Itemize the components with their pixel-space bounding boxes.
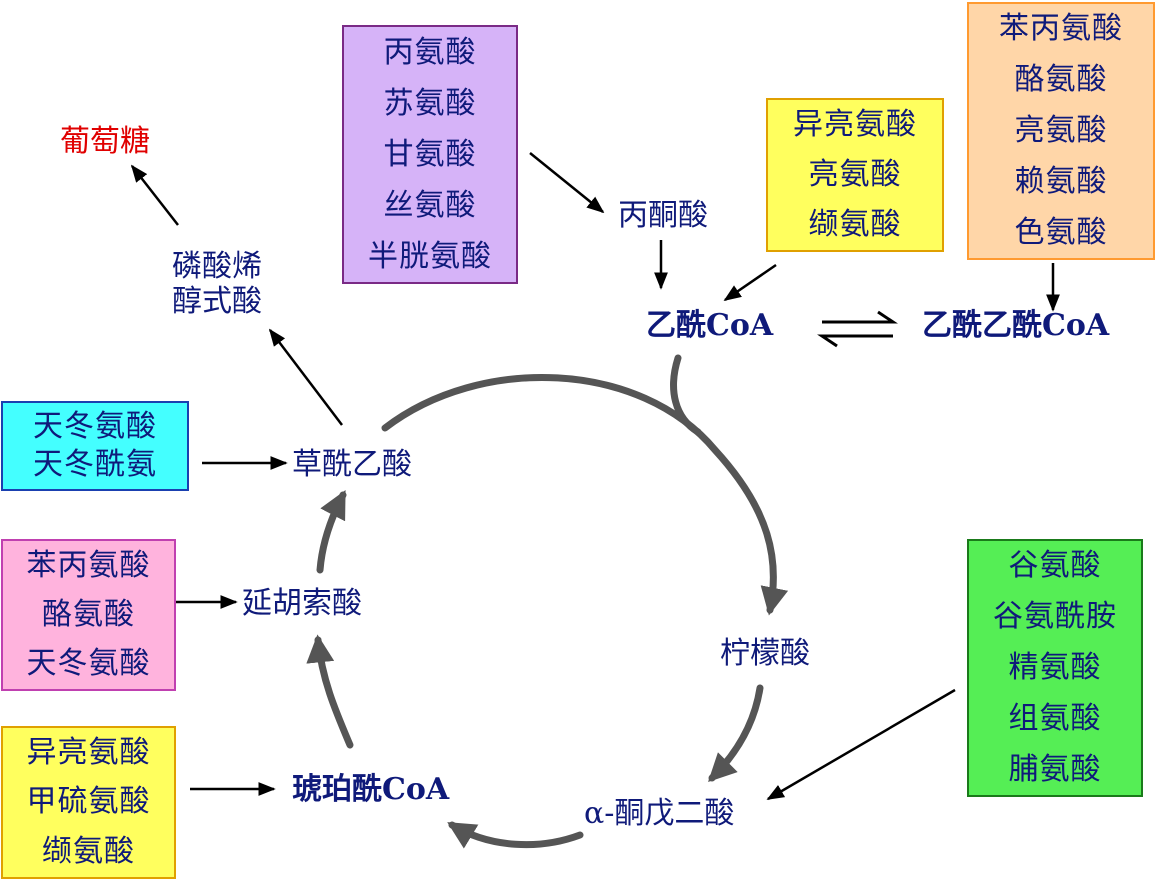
amino-acid-item: 酪氨酸 bbox=[42, 596, 135, 632]
amino-acid-item: 半胱氨酸 bbox=[368, 238, 492, 274]
succinyl-amino-acids-box: 异亮氨酸 甲硫氨酸 缬氨酸 bbox=[1, 726, 176, 879]
arrow-purple-to-pyruvate bbox=[529, 152, 605, 214]
arrow-yellow-to-acetyl bbox=[723, 263, 777, 302]
alpha-ketoglutarate-label: α-酮戊二酸 bbox=[584, 796, 735, 831]
amino-acid-item: 酪氨酸 bbox=[1014, 62, 1108, 98]
amino-acid-item: 苏氨酸 bbox=[383, 85, 477, 121]
cycle-arc-top bbox=[381, 373, 789, 616]
equilibrium-arrows bbox=[817, 310, 898, 348]
acetoacetyl-amino-acids-box: 苯丙氨酸 酪氨酸 亮氨酸 赖氨酸 色氨酸 bbox=[967, 2, 1155, 260]
amino-acid-item: 赖氨酸 bbox=[1014, 163, 1108, 199]
amino-acid-item: 异亮氨酸 bbox=[793, 107, 917, 142]
amino-acid-item: 精氨酸 bbox=[1008, 649, 1102, 685]
cycle-arc-right bbox=[708, 684, 764, 782]
succinyl-coa-label: 琥珀酰CoA bbox=[292, 772, 450, 807]
arrow-green-to-akg bbox=[766, 688, 956, 801]
amino-acid-item: 苯丙氨酸 bbox=[999, 11, 1123, 47]
arrow-pep-to-glucose bbox=[130, 164, 179, 226]
amino-acid-item: 脯氨酸 bbox=[1008, 751, 1102, 787]
amino-acid-item: 天冬氨酸 bbox=[33, 408, 157, 444]
amino-acid-item: 苯丙氨酸 bbox=[26, 547, 151, 583]
acetoacetyl-coa-label: 乙酰乙酰CoA bbox=[922, 308, 1110, 343]
pyruvate-label: 丙酮酸 bbox=[618, 198, 708, 233]
amino-acid-item: 亮氨酸 bbox=[1014, 112, 1108, 148]
amino-acid-item: 甘氨酸 bbox=[383, 136, 477, 172]
amino-acid-item: 谷氨酰胺 bbox=[993, 599, 1117, 635]
amino-acid-item: 异亮氨酸 bbox=[26, 734, 151, 770]
amino-acid-item: 天冬酰氨 bbox=[33, 447, 157, 483]
amino-acid-item: 天冬氨酸 bbox=[26, 646, 151, 682]
fumarate-label: 延胡索酸 bbox=[242, 586, 362, 621]
acetyl-amino-acids-box: 异亮氨酸 亮氨酸 缬氨酸 bbox=[766, 98, 944, 252]
arrow-oaa-to-pep bbox=[268, 328, 343, 426]
pep-label-line1: 磷酸烯 bbox=[172, 249, 262, 284]
acetyl-coa-label: 乙酰CoA bbox=[646, 308, 774, 343]
glucose-label: 葡萄糖 bbox=[60, 124, 150, 159]
cycle-acetyl-join bbox=[670, 354, 702, 436]
cycle-arc-left-high bbox=[316, 490, 347, 574]
amino-acid-item: 亮氨酸 bbox=[808, 157, 902, 192]
amino-acid-item: 甲硫氨酸 bbox=[26, 784, 151, 820]
citrate-label: 柠檬酸 bbox=[720, 636, 810, 671]
amino-acid-item: 丙氨酸 bbox=[383, 34, 477, 70]
oxaloacetate-amino-acids-box: 天冬氨酸 天冬酰氨 bbox=[1, 401, 189, 491]
amino-acid-item: 谷氨酸 bbox=[1008, 548, 1102, 584]
amino-acid-item: 缬氨酸 bbox=[42, 834, 135, 870]
cycle-arc-bottom bbox=[447, 821, 584, 849]
pyruvate-amino-acids-box: 丙氨酸 苏氨酸 甘氨酸 丝氨酸 半胱氨酸 bbox=[342, 25, 518, 284]
amino-acid-item: 色氨酸 bbox=[1014, 214, 1108, 250]
oxaloacetate-label: 草酰乙酸 bbox=[292, 447, 412, 482]
cycle-arc-left-low bbox=[306, 634, 354, 749]
fumarate-amino-acids-box: 苯丙氨酸 酪氨酸 天冬氨酸 bbox=[1, 539, 176, 691]
amino-acid-item: 丝氨酸 bbox=[383, 187, 477, 223]
alpha-ketoglutarate-amino-acids-box: 谷氨酸 谷氨酰胺 精氨酸 组氨酸 脯氨酸 bbox=[967, 539, 1143, 797]
amino-acid-item: 缬氨酸 bbox=[808, 207, 902, 242]
amino-acid-item: 组氨酸 bbox=[1008, 700, 1102, 736]
pep-label-line2: 醇式酸 bbox=[172, 284, 262, 319]
